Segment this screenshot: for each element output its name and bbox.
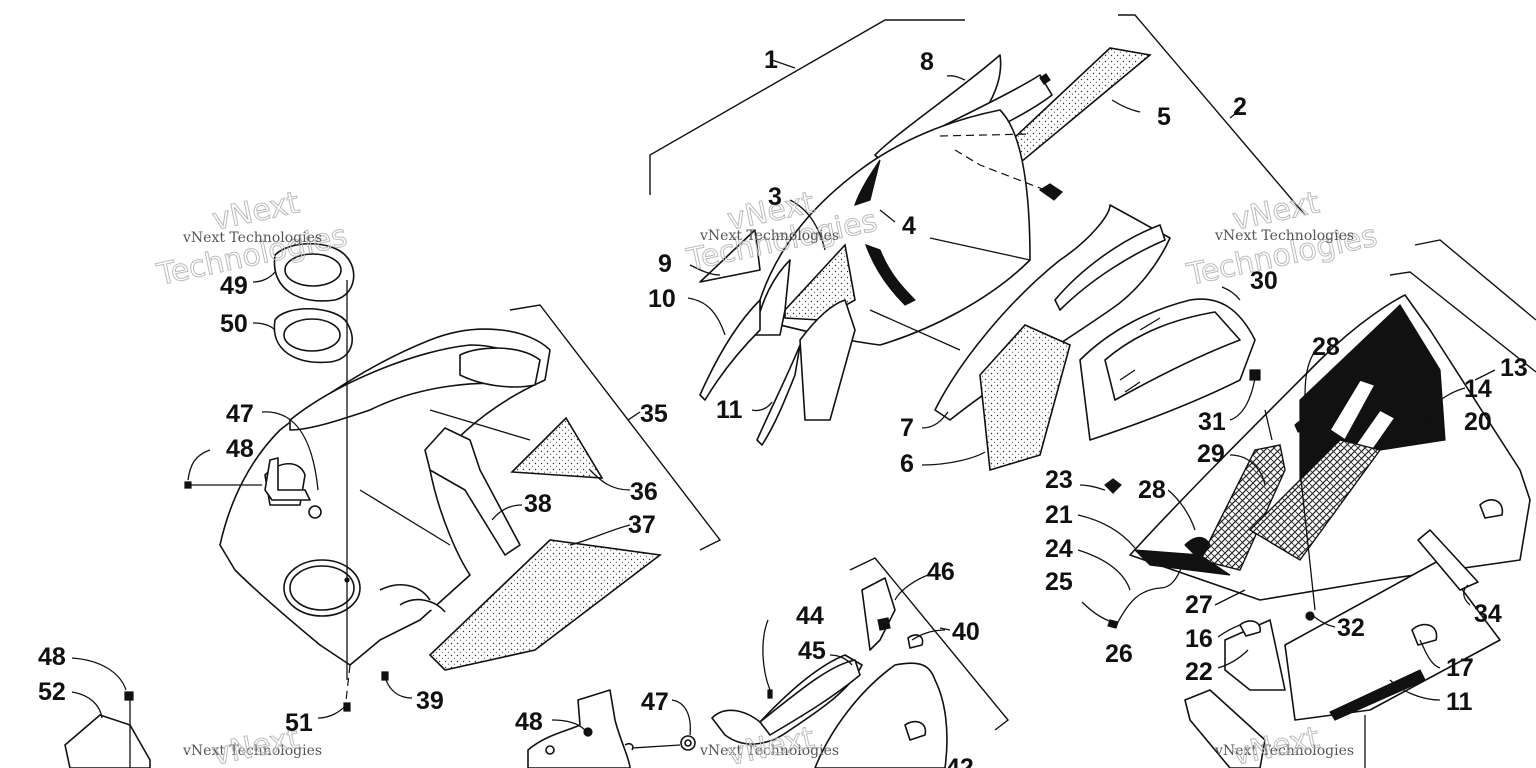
callout-20: 20 [1464, 408, 1492, 436]
callout-11b: 11 [1446, 688, 1473, 716]
callout-34: 34 [1474, 600, 1502, 628]
callout-4: 4 [902, 212, 916, 240]
callout-7: 7 [900, 414, 914, 442]
callout-37: 37 [628, 511, 656, 539]
part-11-lower-trim [799, 299, 856, 421]
callout-40: 40 [952, 618, 980, 646]
callout-46: 46 [927, 558, 955, 586]
callout-28a: 28 [1312, 333, 1340, 361]
callout-49: 49 [220, 272, 248, 300]
watermark-text: vNext Technologies [1214, 743, 1354, 759]
lower-parts [64, 557, 1009, 768]
callout-30: 30 [1250, 267, 1278, 295]
callout-32: 32 [1337, 614, 1365, 642]
watermark-text: vNext Technologies [182, 743, 322, 759]
callout-28b: 28 [1138, 476, 1166, 504]
part-34-trim [1417, 529, 1479, 591]
callout-47a: 47 [226, 400, 254, 428]
callout-8: 8 [920, 48, 934, 76]
side-panel-vent-mesh [1198, 444, 1286, 571]
callout-21: 21 [1045, 501, 1073, 529]
callout-14: 14 [1464, 375, 1492, 403]
callout-3: 3 [768, 183, 782, 211]
watermark-text: vNext Technologies [699, 743, 839, 759]
callout-1: 1 [764, 46, 778, 74]
callout-48c: 48 [38, 643, 66, 671]
callout-5: 5 [1157, 103, 1171, 131]
part-42-panel [814, 662, 948, 768]
callout-51: 51 [285, 709, 313, 737]
callout-16: 16 [1185, 625, 1213, 653]
callout-27: 27 [1185, 591, 1213, 619]
callout-17: 17 [1446, 654, 1474, 682]
callout-25: 25 [1045, 568, 1073, 596]
watermark-text: vNext Technologies [699, 228, 839, 244]
watermark-text: vNext Technologies [1214, 228, 1354, 244]
callout-24: 24 [1045, 535, 1073, 563]
part-40-side [861, 577, 896, 651]
part-37-foam [428, 539, 663, 671]
callout-13: 13 [1500, 354, 1528, 382]
part-11-lower-side-panel [1284, 559, 1501, 721]
callout-52: 52 [38, 678, 66, 706]
callout-38: 38 [524, 490, 552, 518]
callout-50: 50 [220, 310, 248, 338]
side-panel-assembly [1077, 239, 1536, 768]
callout-31: 31 [1198, 408, 1226, 436]
callout-22: 22 [1185, 658, 1213, 686]
part-6-foam-block [979, 324, 1071, 472]
console-assembly [184, 242, 722, 719]
callout-26: 26 [1105, 640, 1133, 668]
callout-48a: 48 [226, 435, 254, 463]
callout-48b: 48 [515, 708, 543, 736]
callout-6: 6 [900, 450, 914, 478]
callout-9: 9 [658, 250, 672, 278]
callout-35: 35 [640, 400, 668, 428]
callout-36: 36 [630, 478, 658, 506]
callout-layer: 1 2 3 4 5 6 7 8 9 10 11 13 14 20 21 22 2… [38, 46, 1528, 768]
part-52-piece [64, 714, 151, 768]
callout-11: 11 [716, 396, 743, 424]
callout-44: 44 [796, 602, 824, 630]
callout-45: 45 [798, 637, 826, 665]
callout-2: 2 [1233, 93, 1247, 121]
callout-39: 39 [416, 687, 444, 715]
part-36-foam [510, 416, 604, 479]
callout-29: 29 [1197, 440, 1225, 468]
callout-42: 42 [946, 754, 974, 768]
callout-10: 10 [648, 285, 676, 313]
callout-47b: 47 [641, 688, 669, 716]
hood-assembly [649, 14, 1306, 472]
watermark-text: vNext Technologies [182, 230, 322, 246]
part-bracket-lower [527, 689, 631, 768]
callout-23: 23 [1045, 466, 1073, 494]
part-38-bracket [424, 427, 521, 556]
